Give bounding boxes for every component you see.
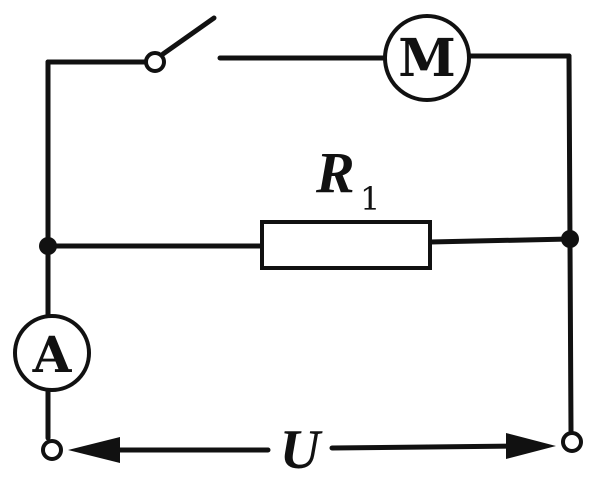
motor-symbol: M [398,28,456,89]
switch-terminal [144,51,166,73]
motor-circle [383,14,471,102]
voltage-arrow-right-shaft [329,443,525,451]
ammeter-circle [13,314,91,392]
voltage-label: U [280,419,323,481]
junction-left [39,237,57,255]
junction-right [561,230,579,248]
resistor-subscript: 1 [360,180,380,218]
wire-middle-right [427,236,573,245]
arrow-head-right [506,433,556,459]
switch-blade [160,15,217,57]
resistor-label: R [315,140,355,205]
arrow-head-left [68,437,120,463]
terminal-bottom-left [41,439,63,461]
ammeter-symbol: A [32,325,73,384]
resistor-r1 [260,220,432,270]
terminal-bottom-right [561,431,583,453]
ammeter: A [13,314,91,392]
motor: M [383,14,471,102]
